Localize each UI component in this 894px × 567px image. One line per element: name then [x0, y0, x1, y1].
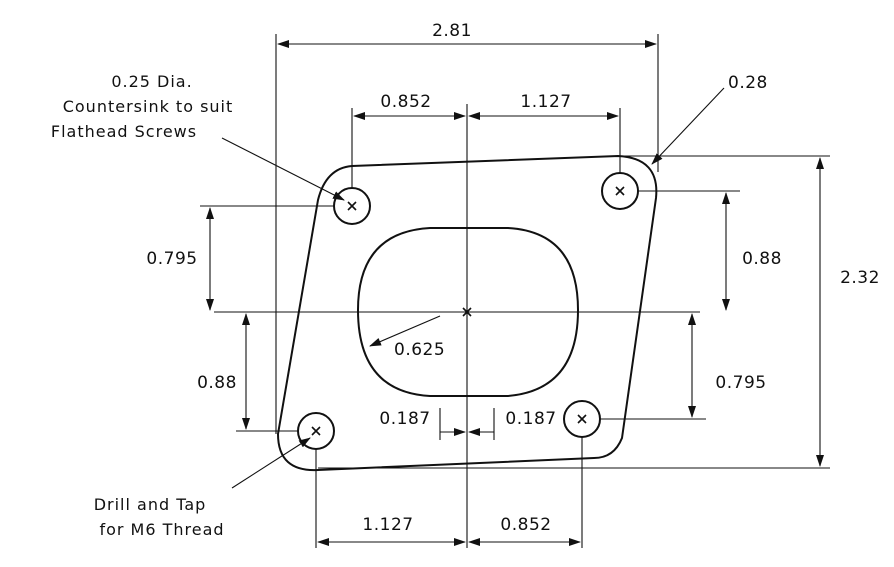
- hole-top-left: [333, 187, 371, 225]
- note-countersink-line1: 0.25 Dia.: [111, 72, 192, 91]
- dimension-lines: [206, 40, 824, 546]
- note-countersink-line2: Countersink to suit: [63, 97, 234, 116]
- center-opening: [356, 227, 580, 397]
- dim-corner-radius: 0.28: [728, 73, 768, 93]
- note-drill-line2: for M6 Thread: [99, 520, 224, 539]
- dim-bottom-right-offset: 0.852: [500, 515, 551, 535]
- note-countersink-line3: Flathead Screws: [51, 122, 197, 141]
- hole-bottom-left: [297, 412, 335, 450]
- dim-bottom-left-offset: 1.127: [362, 515, 413, 535]
- center-mark: [462, 307, 472, 317]
- dim-left-upper-height: 0.795: [146, 249, 197, 269]
- dim-top-right-offset: 1.127: [520, 92, 571, 112]
- plate-outline: [276, 154, 658, 472]
- leader-lines: [221, 87, 725, 489]
- dim-left-lower-height: 0.88: [197, 373, 237, 393]
- dim-right-lower-height: 0.795: [715, 373, 766, 393]
- dim-slot-half-left: 0.187: [379, 409, 430, 429]
- dim-center-radius: 0.625: [394, 340, 445, 360]
- dim-overall-height: 2.32: [840, 268, 880, 288]
- dim-overall-width: 2.81: [432, 21, 472, 41]
- dim-slot-half-right: 0.187: [505, 409, 556, 429]
- dim-right-upper-height: 0.88: [742, 249, 782, 269]
- hole-bottom-right: [563, 400, 601, 438]
- dim-top-left-offset: 0.852: [380, 92, 431, 112]
- note-drill-line1: Drill and Tap: [94, 495, 207, 514]
- hole-top-right: [601, 172, 639, 210]
- extension-lines: [200, 34, 830, 548]
